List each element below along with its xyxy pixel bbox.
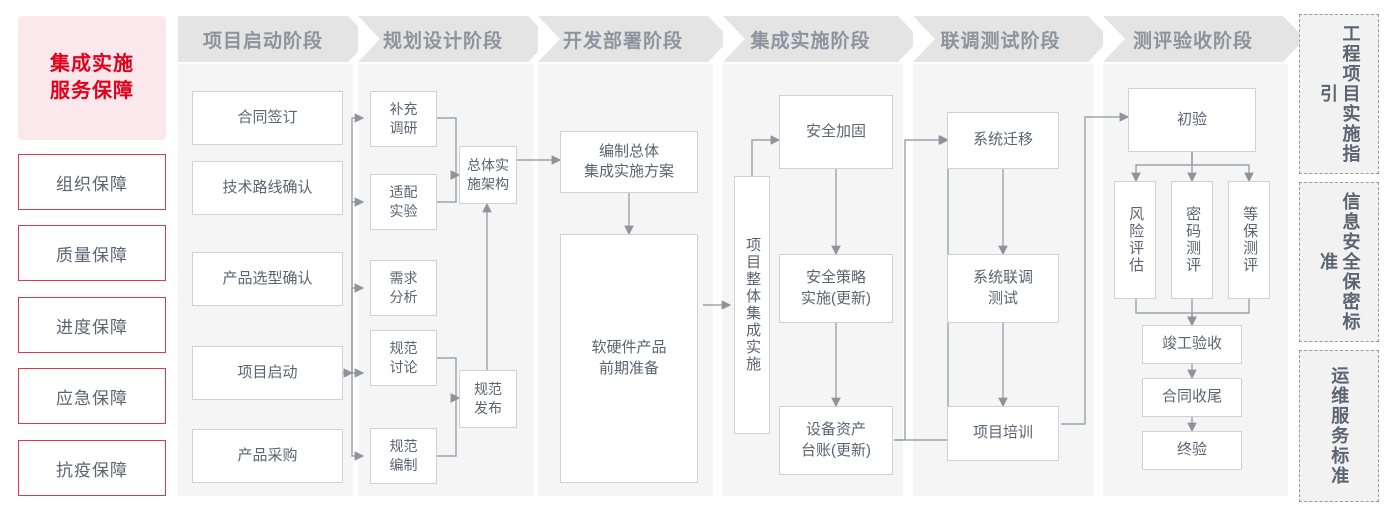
node-project-kickoff[interactable]: 项目启动	[192, 346, 343, 400]
node-label-line-1: 适配	[389, 184, 418, 201]
node-label-line-2: 测试	[987, 289, 1018, 307]
node-label-line-1: 编制总体	[598, 142, 659, 160]
node-overall-project-integration[interactable]: 项目整体集成实施	[734, 176, 770, 434]
node-label: 项目培训	[972, 424, 1033, 442]
node-label: 产品选型确认	[222, 269, 313, 287]
node-system-migration[interactable]: 系统迁移	[947, 112, 1059, 169]
node-label-line-2: 调研	[389, 120, 418, 136]
standard-label: 运维服务标准	[1329, 366, 1350, 486]
node-label: 技术路线确认	[222, 178, 313, 196]
node-project-training[interactable]: 项目培训	[947, 406, 1059, 461]
node-label-line-2: 实施(更新)	[801, 289, 871, 307]
phase-label: 联调测试阶段	[940, 30, 1061, 52]
node-label: 竣工验收	[1161, 335, 1222, 353]
node-label: 初验	[1176, 110, 1207, 128]
node-label: 系统迁移	[972, 131, 1033, 149]
phase-header-1[interactable]: 项目启动阶段	[178, 16, 370, 62]
phase-label: 测评验收阶段	[1132, 30, 1253, 52]
node-label: 合同签订	[237, 108, 298, 126]
node-overall-integration-plan-doc[interactable]: 编制总体 集成实施方案	[560, 131, 698, 193]
sidebar-item-label: 质量保障	[56, 245, 128, 265]
node-label-line-1: 系统联调	[972, 269, 1033, 287]
node-risk-assessment[interactable]: 风险评估	[1114, 181, 1156, 299]
guarantee-title-line-2: 服务保障	[50, 80, 134, 102]
node-label: 项目启动	[237, 363, 298, 381]
node-label: 风险评估	[1127, 206, 1145, 274]
node-label: 安全加固	[805, 122, 866, 140]
standard-label: 信息安全保密标准	[1318, 192, 1361, 332]
sidebar-item-label: 组织保障	[56, 174, 128, 194]
sidebar-item-label: 进度保障	[56, 317, 128, 337]
phase-label: 开发部署阶段	[562, 30, 683, 52]
sidebar-item-label: 抗疫保障	[56, 460, 128, 480]
sidebar-item-label: 应急保障	[56, 388, 128, 408]
node-tech-route-confirm[interactable]: 技术路线确认	[192, 161, 343, 215]
node-label-line-2: 集成实施方案	[583, 163, 674, 180]
node-label-line-2: 编制	[389, 457, 418, 473]
node-label-line-2: 发布	[474, 400, 502, 416]
node-label-line-1: 软硬件产品	[591, 339, 667, 357]
node-label: 产品采购	[237, 446, 298, 464]
sidebar-item-organization[interactable]: 组织保障	[18, 154, 166, 210]
node-label-line-1: 总体实	[467, 157, 509, 174]
guarantee-title-line-1: 集成实施	[50, 53, 134, 75]
phase-label: 集成实施阶段	[750, 30, 871, 52]
phase-header-6[interactable]: 测评验收阶段	[1103, 16, 1305, 62]
standard-information-security[interactable]: 信息安全保密标准	[1299, 182, 1379, 342]
node-contract-signing[interactable]: 合同签订	[192, 91, 343, 145]
sidebar-item-epidemic[interactable]: 抗疫保障	[18, 440, 166, 496]
standard-operations-service[interactable]: 运维服务标准	[1299, 350, 1379, 502]
node-adaptation-experiment[interactable]: 适配 实验	[370, 174, 437, 230]
guarantee-header: 集成实施 服务保障	[18, 16, 166, 140]
phase-header-2[interactable]: 规划设计阶段	[358, 16, 550, 62]
node-label: 项目整体集成实施	[744, 237, 762, 373]
node-security-policy-implementation[interactable]: 安全策略 实施(更新)	[779, 254, 893, 323]
phase-label: 项目启动阶段	[202, 30, 323, 52]
node-spec-release[interactable]: 规范 发布	[459, 370, 517, 428]
sidebar-item-quality[interactable]: 质量保障	[18, 225, 166, 281]
node-label: 合同收尾	[1161, 388, 1222, 406]
node-spec-drafting[interactable]: 规范 编制	[370, 428, 437, 484]
node-label-line-1: 规范	[389, 340, 418, 357]
node-product-procurement[interactable]: 产品采购	[192, 429, 343, 483]
node-product-selection-confirm[interactable]: 产品选型确认	[192, 252, 343, 306]
sidebar-item-schedule[interactable]: 进度保障	[18, 297, 166, 353]
node-label-line-1: 规范	[389, 438, 418, 455]
node-label-line-2: 施架构	[467, 176, 509, 192]
node-label-line-2: 前期准备	[598, 359, 659, 377]
node-label: 终验	[1176, 441, 1207, 459]
standard-label: 工程项目实施指引	[1318, 24, 1361, 164]
sidebar-item-emergency[interactable]: 应急保障	[18, 368, 166, 424]
node-label-line-2: 实验	[389, 203, 418, 219]
node-preliminary-acceptance[interactable]: 初验	[1128, 88, 1256, 152]
node-label: 密码测评	[1184, 206, 1202, 274]
node-supplementary-survey[interactable]: 补充 调研	[370, 91, 437, 147]
node-label-line-2: 讨论	[389, 359, 418, 375]
node-spec-discussion[interactable]: 规范 讨论	[370, 330, 437, 386]
node-label: 等保测评	[1241, 206, 1259, 274]
node-label-line-1: 需求	[389, 270, 418, 287]
node-completion-acceptance[interactable]: 竣工验收	[1142, 325, 1242, 364]
node-requirement-analysis[interactable]: 需求 分析	[370, 260, 437, 316]
node-grade-protection-evaluation[interactable]: 等保测评	[1228, 181, 1270, 299]
node-label-line-1: 规范	[474, 381, 502, 398]
phase-header-3[interactable]: 开发部署阶段	[538, 16, 730, 62]
node-contract-closure[interactable]: 合同收尾	[1142, 378, 1242, 417]
phase-header-5[interactable]: 联调测试阶段	[913, 16, 1110, 62]
node-equipment-asset-ledger[interactable]: 设备资产 台账(更新)	[779, 406, 893, 475]
node-security-hardening[interactable]: 安全加固	[779, 95, 893, 169]
node-hardware-software-preparation[interactable]: 软硬件产品 前期准备	[560, 234, 698, 483]
node-label-line-2: 分析	[389, 289, 418, 305]
node-label-line-1: 补充	[389, 101, 418, 118]
node-system-joint-test[interactable]: 系统联调 测试	[947, 254, 1059, 323]
phase-label: 规划设计阶段	[382, 30, 503, 52]
node-final-acceptance[interactable]: 终验	[1142, 431, 1242, 470]
node-label-line-2: 台账(更新)	[801, 441, 871, 459]
node-cryptography-evaluation[interactable]: 密码测评	[1171, 181, 1213, 299]
standard-engineering-guideline[interactable]: 工程项目实施指引	[1299, 14, 1379, 174]
node-overall-implementation-architecture[interactable]: 总体实 施架构	[459, 146, 517, 204]
phase-header-4[interactable]: 集成实施阶段	[723, 16, 920, 62]
node-label-line-1: 设备资产	[805, 421, 866, 439]
node-label-line-1: 安全策略	[805, 269, 866, 287]
